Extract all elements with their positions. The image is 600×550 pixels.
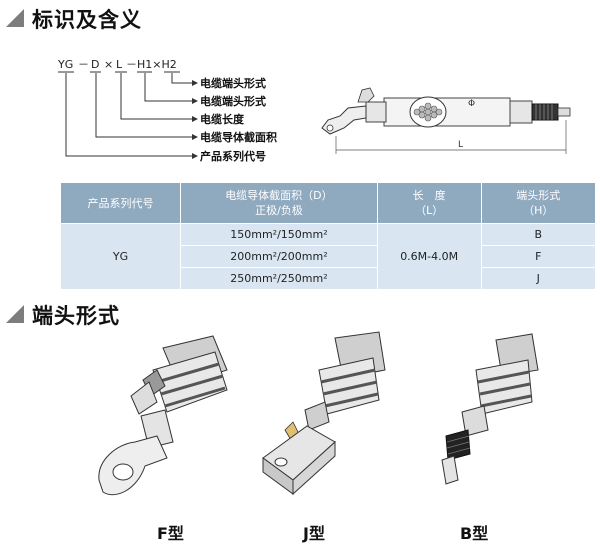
- spec-table: 产品系列代号 电缆导体截面积（D）正极/负极 长 度（L） 端头形式（H） YG…: [59, 182, 597, 290]
- code-label-series: 产品系列代号: [200, 149, 266, 163]
- model-code-parts: YG － D × L －H1×H2: [57, 58, 177, 71]
- b-tip: [441, 455, 459, 485]
- leader-arrow-heads: [192, 80, 198, 159]
- section-title-marking: 标识及含义: [32, 8, 142, 32]
- left-cap: [357, 87, 375, 103]
- code-label-h2: 电缆端头形式: [200, 76, 266, 90]
- f-crimp-body: [152, 351, 228, 413]
- cable-technical-drawing: Φ L: [321, 87, 571, 154]
- terminal-j-figure: [262, 331, 386, 496]
- dim-length-label: L: [458, 140, 463, 150]
- f-lug-hole: [112, 463, 134, 481]
- code-part-dash1: －: [78, 58, 89, 71]
- cell-length: 0.6M-4.0M: [376, 223, 482, 290]
- cell-area: 200mm²/200mm²: [180, 245, 378, 268]
- caption-f-type: F型: [157, 524, 184, 543]
- thread-lines: [535, 104, 553, 120]
- j-crimp-body: [318, 357, 380, 415]
- b-crimp-body: [475, 359, 533, 415]
- cell-series: YG: [59, 223, 182, 290]
- lug-hole: [326, 124, 334, 132]
- table-header-row: 产品系列代号 电缆导体截面积（D）正极/负极 长 度（L） 端头形式（H）: [59, 182, 597, 224]
- conductor-strands: [413, 102, 443, 122]
- section-triangle-icon: [6, 9, 24, 27]
- right-tip: [557, 107, 571, 117]
- terminal-b-figure: [441, 333, 539, 485]
- model-code-diagram: YG － D × L －H1×H2 电缆端头形式 电缆端头形式 电缆长度 电缆导…: [57, 58, 277, 163]
- header-length: 长 度（L）: [376, 182, 482, 224]
- terminal-f-figure: [98, 335, 228, 496]
- cable-body: [383, 97, 511, 127]
- header-area: 电缆导体截面积（D）正极/负极: [180, 182, 378, 224]
- code-part-d: D: [91, 58, 99, 71]
- code-leader-lines: [58, 71, 192, 157]
- header-terminal: 端头形式（H）: [480, 182, 597, 224]
- code-part-times: ×: [104, 58, 113, 71]
- length-dimension-line: [335, 120, 567, 154]
- table-row: YG 150mm²/150mm² 0.6M-4.0M B: [59, 223, 597, 290]
- caption-b-type: B型: [460, 524, 489, 543]
- section-terminal-header: 端头形式: [6, 302, 120, 328]
- j-bar-hole: [274, 457, 288, 467]
- code-label-h1: 电缆端头形式: [200, 94, 266, 108]
- header-series: 产品系列代号: [59, 182, 182, 224]
- cell-terminal: B: [480, 223, 597, 246]
- section-title-terminal: 端头形式: [32, 304, 120, 328]
- caption-j-type: J型: [303, 524, 325, 543]
- right-sleeve: [509, 100, 533, 124]
- left-sleeve: [365, 101, 387, 123]
- code-label-area: 电缆导体截面积: [200, 130, 277, 144]
- code-part-l: L: [116, 58, 123, 71]
- cell-area: 250mm²/250mm²: [180, 267, 378, 290]
- code-part-h: －H1×H2: [126, 58, 177, 71]
- cell-area: 150mm²/150mm²: [180, 223, 378, 246]
- section-triangle-icon: [6, 305, 24, 323]
- code-part-yg: YG: [57, 58, 73, 71]
- table-row: 250mm²/250mm² J: [61, 267, 597, 290]
- dim-phi-label: Φ: [468, 99, 475, 109]
- section-marking-header: 标识及含义: [6, 6, 142, 32]
- cell-terminal: J: [480, 267, 597, 290]
- code-label-length: 电缆长度: [200, 112, 245, 126]
- f-lug-tongue: [98, 435, 168, 496]
- cell-terminal: F: [480, 245, 597, 268]
